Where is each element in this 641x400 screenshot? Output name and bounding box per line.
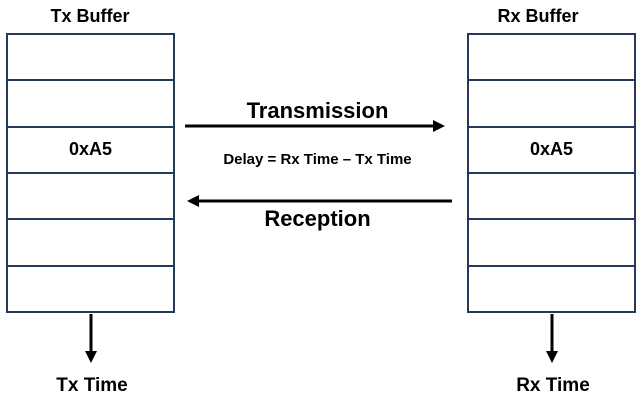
rx-buffer-cell [469, 79, 634, 125]
reception-label: Reception [264, 206, 371, 231]
tx-time-label: Tx Time [56, 375, 128, 396]
tx-buffer-cell [8, 264, 173, 311]
rx-buffer-cell [469, 218, 634, 264]
rx-buffer-cell [469, 264, 634, 311]
tx-buffer-cell [8, 171, 173, 218]
transmission-label: Transmission [246, 98, 389, 123]
rx-time-label: Rx Time [516, 375, 590, 396]
delay-formula: Delay = Rx Time – Tx Time [223, 151, 412, 168]
tx-buffer-cell [8, 218, 173, 264]
tx-buffer: 0xA5 [6, 33, 175, 313]
tx-buffer-cell [8, 79, 173, 125]
rx-buffer-cell-value: 0xA5 [469, 125, 634, 172]
rx-buffer-cell [469, 171, 634, 218]
tx-buffer-title: Tx Buffer [50, 6, 130, 26]
rx-buffer-title: Rx Buffer [497, 6, 579, 26]
rx-buffer: 0xA5 [467, 33, 636, 313]
tx-buffer-cell-value: 0xA5 [8, 125, 173, 172]
